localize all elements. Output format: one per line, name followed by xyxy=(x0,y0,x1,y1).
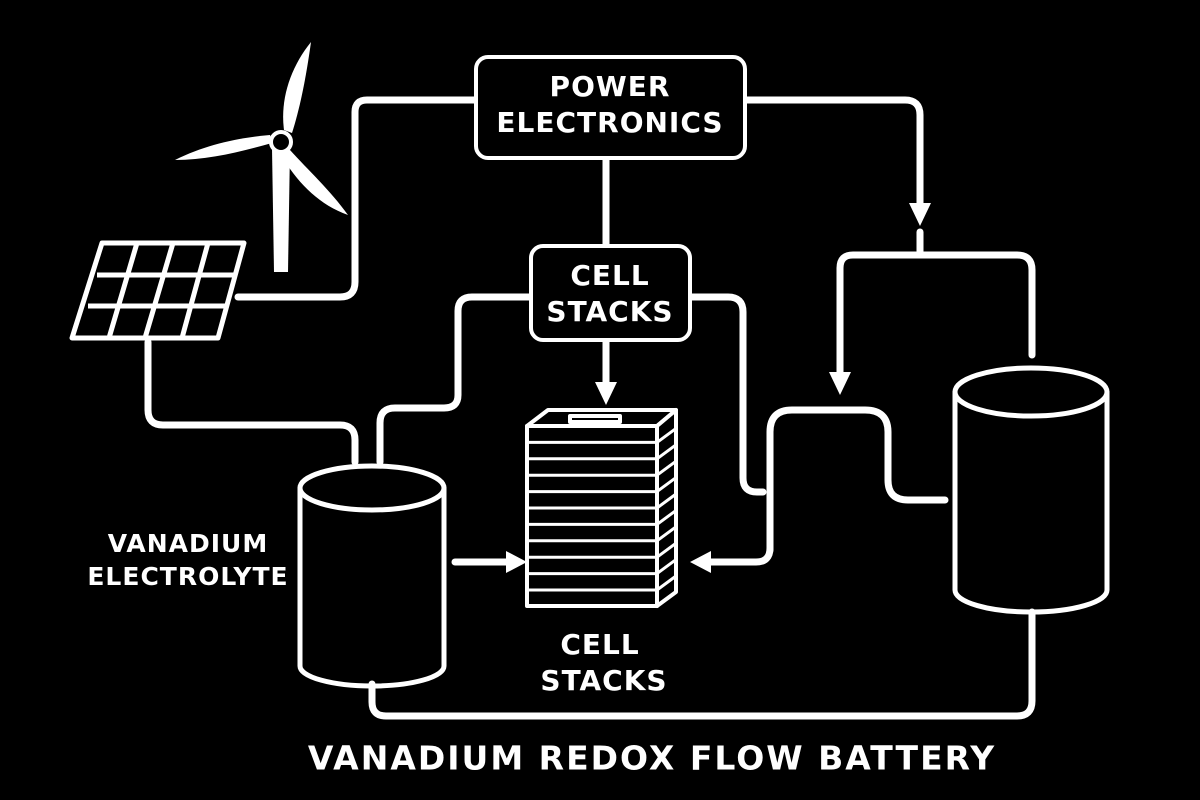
solar-panel-icon xyxy=(69,240,247,341)
diagram-title: VANADIUM REDOX FLOW BATTERY xyxy=(308,739,996,778)
stack-plate-side-line xyxy=(656,492,677,510)
stack-plate-side-line xyxy=(656,427,677,444)
cell-stacks-box: CELL STACKS xyxy=(529,244,692,342)
cell-stack-icon xyxy=(525,408,678,608)
power-electronics-box: POWER ELECTRONICS xyxy=(474,55,747,160)
arrowheads xyxy=(506,203,931,573)
left-electrolyte-tank-icon xyxy=(297,463,447,689)
line-right-manifold xyxy=(836,251,1036,379)
power-electronics-line2: ELECTRONICS xyxy=(496,106,723,139)
stack-plate-side-line xyxy=(656,476,677,493)
right-electrolyte-tank-icon xyxy=(952,365,1110,615)
cell-stacks-box-line1: CELL xyxy=(570,259,649,292)
arrow-right-into-stack xyxy=(506,551,527,573)
line-power-to-right xyxy=(741,96,924,209)
line-box-to-right xyxy=(686,293,767,496)
stack-plate-side-line xyxy=(656,443,677,461)
arrow-down-manifold xyxy=(829,372,851,395)
line-bottom-return xyxy=(368,608,1036,720)
arrow-left-into-stack xyxy=(690,551,711,573)
electrolyte-label-line2: ELECTROLYTE xyxy=(87,562,288,591)
stack-plate-side-line xyxy=(656,509,677,526)
line-solar-to-left-tank xyxy=(144,338,359,466)
electrolyte-label-line1: VANADIUM xyxy=(108,529,269,558)
line-solar-to-power xyxy=(234,96,480,301)
connections xyxy=(144,96,1036,720)
power-electronics-line1: POWER xyxy=(550,70,671,103)
stack-plate-side-line xyxy=(656,558,677,575)
line-box-to-left-tank xyxy=(376,293,535,466)
wind-turbine-icon xyxy=(175,42,348,272)
stack-plate-side-line xyxy=(656,541,677,559)
arrow-down-stack xyxy=(595,382,617,405)
stack-plate-side-line xyxy=(656,459,677,477)
cell-stacks-label-line2: STACKS xyxy=(540,664,667,697)
arrow-down-right xyxy=(909,203,931,226)
line-hump xyxy=(766,406,949,554)
cell-stacks-box-line2: STACKS xyxy=(546,295,673,328)
stack-plate-side-line xyxy=(656,574,677,592)
line-hump-to-stack xyxy=(701,544,774,566)
stack-plate-side-line xyxy=(656,525,677,543)
cell-stacks-label-line1: CELL xyxy=(560,628,639,661)
